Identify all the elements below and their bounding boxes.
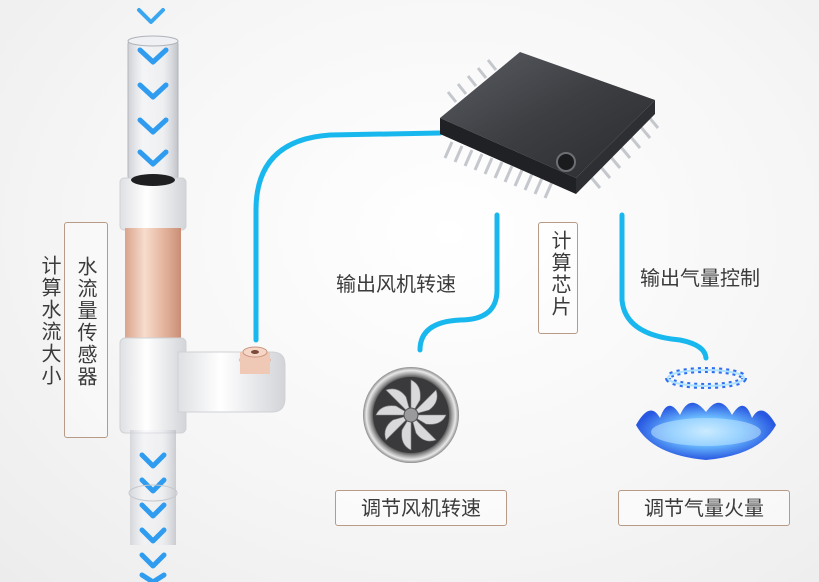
gas-flame-icon (636, 367, 776, 460)
connector-chip-to-gas (619, 212, 709, 361)
fan-adjust-label: 调节风机转速 (335, 490, 507, 526)
flow-sensor-pipe (119, 35, 286, 582)
fan-icon (363, 367, 459, 463)
chip-vertical-label: 计算芯片 (548, 230, 572, 318)
connector-chip-to-fan (417, 212, 500, 353)
flow-arrow-icon (137, 8, 165, 24)
chip-label-frame (538, 222, 578, 334)
connector-lines (253, 130, 709, 361)
fan-output-label: 输出风机转速 (336, 272, 456, 296)
left-vertical-label: 计算水流大小 (38, 255, 62, 387)
gas-adjust-label: 调节气量火量 (618, 490, 790, 526)
cpu-chip-icon (440, 52, 660, 199)
sensor-label-frame (64, 222, 108, 438)
gas-output-label: 输出气量控制 (640, 266, 760, 290)
connector-sensor-to-chip (253, 130, 443, 343)
sensor-vertical-label: 水流量传感器 (74, 256, 98, 388)
